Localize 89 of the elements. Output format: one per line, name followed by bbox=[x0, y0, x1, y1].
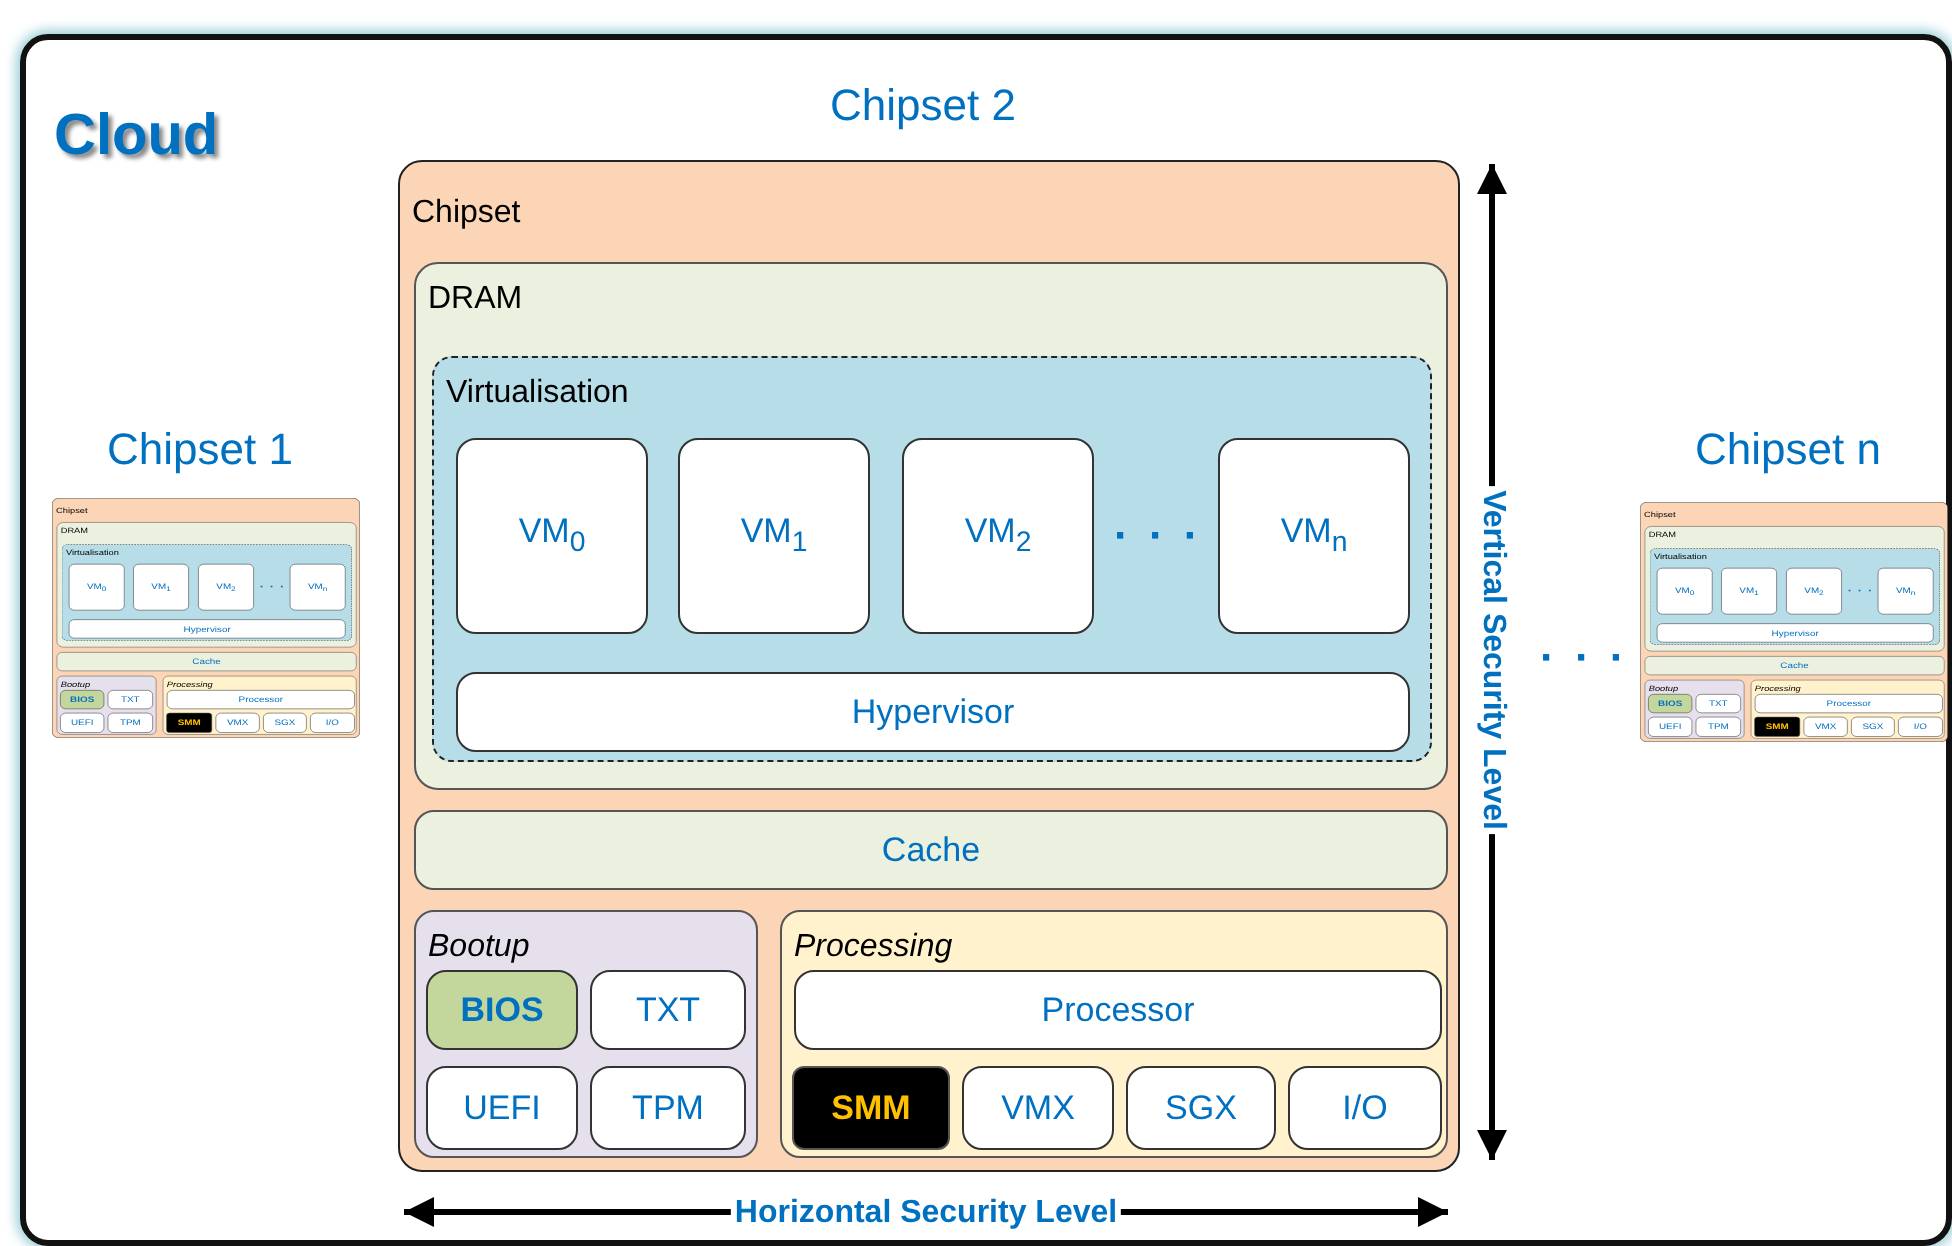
virtualisation-panel bbox=[61, 544, 352, 641]
ellipsis: · · · bbox=[1540, 636, 1629, 680]
component-box bbox=[456, 672, 1410, 752]
component-box bbox=[1695, 716, 1741, 737]
component-box bbox=[133, 563, 189, 611]
virtualisation-label: Virtualisation bbox=[446, 378, 629, 410]
component-box bbox=[1218, 438, 1410, 634]
component-label: I/O bbox=[1342, 1091, 1388, 1125]
dram-panel bbox=[1644, 526, 1945, 652]
ellipsis: · · · bbox=[1114, 514, 1203, 558]
component-box bbox=[60, 712, 105, 733]
component-box bbox=[215, 712, 260, 733]
smm-box bbox=[1754, 716, 1801, 737]
component-box bbox=[1656, 567, 1713, 615]
bios-box bbox=[1648, 694, 1693, 714]
bootup-panel bbox=[56, 675, 157, 735]
component-box bbox=[68, 563, 125, 611]
processing-panel bbox=[162, 675, 357, 735]
component-box bbox=[263, 712, 307, 733]
component-label: UEFI bbox=[463, 1091, 541, 1125]
cache-label: Cache bbox=[881, 833, 981, 867]
smm-box bbox=[792, 1066, 950, 1150]
virtualisation-panel bbox=[432, 356, 1432, 762]
chipset-panel bbox=[398, 160, 1460, 1172]
component-box bbox=[1786, 567, 1842, 615]
component-box bbox=[678, 438, 870, 634]
component-box bbox=[198, 563, 254, 611]
component-box bbox=[794, 970, 1442, 1050]
dram-panel bbox=[56, 522, 357, 648]
bios-box bbox=[60, 690, 105, 710]
component-box bbox=[1721, 567, 1777, 615]
component-label: TPM bbox=[632, 1091, 704, 1125]
component-box bbox=[1656, 623, 1934, 643]
chipset-title: Chipset n bbox=[1695, 428, 1881, 472]
bootup-panel bbox=[1644, 679, 1745, 739]
processing-panel bbox=[780, 910, 1448, 1158]
chipset-label: Chipset bbox=[412, 198, 521, 230]
chipset-panel bbox=[52, 498, 360, 738]
cloud-frame bbox=[20, 34, 1952, 1246]
cache-bar bbox=[414, 810, 1448, 890]
component-label: TXT bbox=[635, 993, 701, 1027]
component-box bbox=[590, 970, 746, 1050]
component-box bbox=[590, 1066, 746, 1150]
bios-box bbox=[426, 970, 578, 1050]
component-box bbox=[962, 1066, 1114, 1150]
virtualisation-panel bbox=[1649, 548, 1940, 645]
component-label: BIOS bbox=[460, 993, 544, 1027]
cache-bar bbox=[1644, 656, 1945, 676]
component-box bbox=[166, 690, 355, 710]
component-box bbox=[68, 619, 346, 639]
dram-panel bbox=[414, 262, 1448, 790]
component-label: SMM bbox=[831, 1091, 911, 1125]
chipset-title: Chipset 1 bbox=[107, 428, 293, 472]
component-box bbox=[456, 438, 648, 634]
component-label: Hypervisor bbox=[851, 695, 1015, 729]
component-box bbox=[1851, 716, 1895, 737]
processing-panel bbox=[1750, 679, 1945, 739]
component-label: SGX bbox=[1165, 1091, 1237, 1125]
cache-bar bbox=[56, 652, 357, 672]
component-label: VMX bbox=[1001, 1091, 1075, 1125]
component-box bbox=[310, 712, 355, 733]
component-box bbox=[1898, 716, 1943, 737]
dram-label: DRAM bbox=[428, 284, 523, 316]
component-box bbox=[107, 712, 153, 733]
component-box bbox=[902, 438, 1094, 634]
bootup-panel bbox=[414, 910, 758, 1158]
component-label: VM$_{1}$ bbox=[740, 514, 808, 558]
chipset-panel bbox=[1640, 502, 1948, 742]
component-box bbox=[1288, 1066, 1442, 1150]
component-box bbox=[1695, 694, 1741, 714]
component-box bbox=[107, 690, 153, 710]
axis-label: Vertical Security Level bbox=[1476, 486, 1508, 834]
smm-box bbox=[166, 712, 213, 733]
component-box bbox=[1126, 1066, 1276, 1150]
component-box bbox=[289, 563, 346, 611]
component-box bbox=[1803, 716, 1848, 737]
cloud-title: Cloud bbox=[54, 108, 219, 166]
component-box bbox=[1648, 716, 1693, 737]
chipset-title: Chipset 2 bbox=[830, 84, 1016, 128]
component-label: Processor bbox=[1041, 993, 1195, 1027]
processing-label: Processing bbox=[794, 932, 953, 964]
component-box bbox=[1877, 567, 1934, 615]
component-label: VM$_{2}$ bbox=[964, 514, 1032, 558]
bootup-label: Bootup bbox=[428, 932, 530, 964]
component-label: VM$_{0}$ bbox=[518, 514, 586, 558]
component-box bbox=[1754, 694, 1943, 714]
component-label: VM$_{n}$ bbox=[1280, 514, 1348, 558]
axis-label: Horizontal Security Level bbox=[730, 1198, 1122, 1230]
component-box bbox=[426, 1066, 578, 1150]
